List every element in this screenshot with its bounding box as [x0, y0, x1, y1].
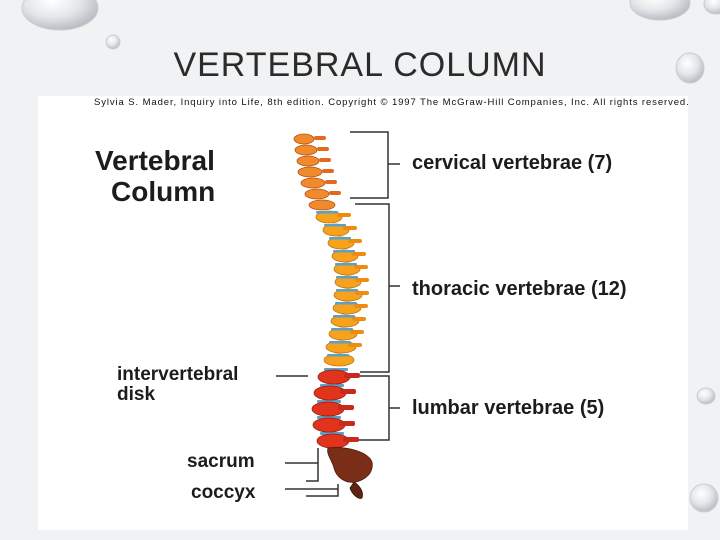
coccyx-label: coccyx [191, 482, 256, 503]
intervertebral-label-line-2: disk [117, 384, 156, 405]
sacrum-shape [327, 447, 373, 483]
lumbar-processes [338, 373, 360, 442]
thoracic-processes [337, 213, 369, 347]
coccyx-bracket [285, 484, 339, 497]
heading-line-1: Vertebral [95, 145, 215, 176]
sacrum-label: sacrum [187, 451, 255, 472]
spine-illustration [293, 133, 373, 499]
cervical-processes [314, 136, 341, 195]
figure-credit: Sylvia S. Mader, Inquiry into Life, 8th … [94, 97, 690, 108]
thoracic-bracket [355, 203, 400, 373]
lumbar-label: lumbar vertebrae (5) [412, 397, 605, 419]
bracket-lines [276, 131, 400, 497]
heading-line-2: Column [111, 176, 216, 207]
intervertebral-disk-label: intervertebral disk [117, 365, 238, 405]
spine-diagram [276, 131, 400, 499]
lumbar-vertebrae [311, 369, 351, 449]
cervical-bracket [350, 131, 400, 199]
thoracic-vertebrae [315, 210, 363, 367]
coccyx-shape [349, 481, 363, 499]
cervical-label: cervical vertebrae (7) [412, 152, 613, 174]
sacrum-bracket [285, 448, 319, 482]
thoracic-label: thoracic vertebrae (12) [412, 278, 627, 300]
diagram-heading: Vertebral Column [95, 145, 215, 207]
lumbar-bracket [340, 375, 400, 441]
intervertebral-label-line-1: intervertebral [117, 364, 239, 385]
water-droplet-decoration [21, 0, 720, 513]
slide-title: VERTEBRAL COLUMN [173, 46, 547, 84]
cervical-vertebrae [293, 133, 336, 211]
